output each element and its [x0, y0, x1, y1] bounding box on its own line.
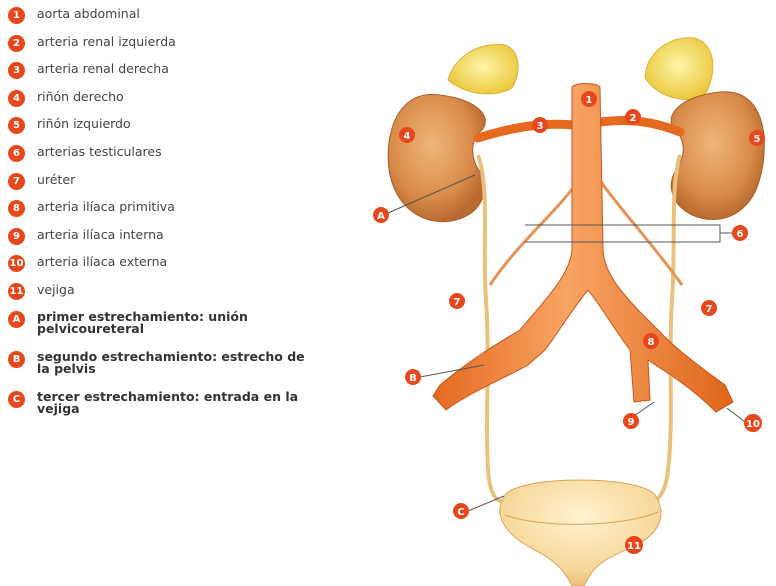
left-kidney	[671, 92, 764, 220]
testicular-bracket	[525, 225, 720, 242]
label-8-marker: 8	[643, 333, 659, 349]
label-a: A	[377, 211, 385, 222]
label-1: 1	[586, 95, 593, 106]
label-b: B	[409, 373, 417, 384]
label-3-marker: 3	[532, 117, 548, 133]
label-7b: 7	[706, 304, 713, 315]
label-7b-marker: 7	[701, 300, 717, 316]
label-c-marker: C	[453, 503, 469, 519]
label-3: 3	[537, 121, 544, 132]
label-a-marker: A	[373, 207, 389, 223]
label-5: 5	[754, 134, 761, 145]
label-9-marker: 9	[623, 413, 639, 429]
right-renal-artery	[478, 124, 575, 138]
label-8: 8	[648, 337, 655, 348]
label-6: 6	[737, 229, 744, 240]
label-11-marker: 11	[625, 536, 643, 554]
label-c: C	[457, 507, 464, 518]
label-4-marker: 4	[399, 127, 415, 143]
right-ureter	[478, 155, 510, 502]
label-2-marker: 2	[625, 109, 641, 125]
label-5-marker: 5	[749, 130, 765, 146]
label-10-marker: 10	[744, 414, 762, 432]
label-11: 11	[627, 541, 641, 552]
label-4: 4	[404, 131, 411, 142]
label-b-marker: B	[405, 369, 421, 385]
label-2: 2	[630, 113, 637, 124]
label-9: 9	[628, 417, 635, 428]
label-1-marker: 1	[581, 91, 597, 107]
left-testicular-artery	[596, 175, 682, 285]
right-kidney	[388, 94, 485, 221]
right-adrenal-gland	[448, 45, 518, 94]
left-renal-artery	[600, 120, 680, 132]
bladder	[500, 480, 661, 586]
label-6-marker: 6	[732, 225, 748, 241]
label-7a-marker: 7	[449, 293, 465, 309]
label-7a: 7	[454, 297, 461, 308]
left-adrenal-gland	[645, 38, 713, 100]
label-10: 10	[746, 419, 760, 430]
